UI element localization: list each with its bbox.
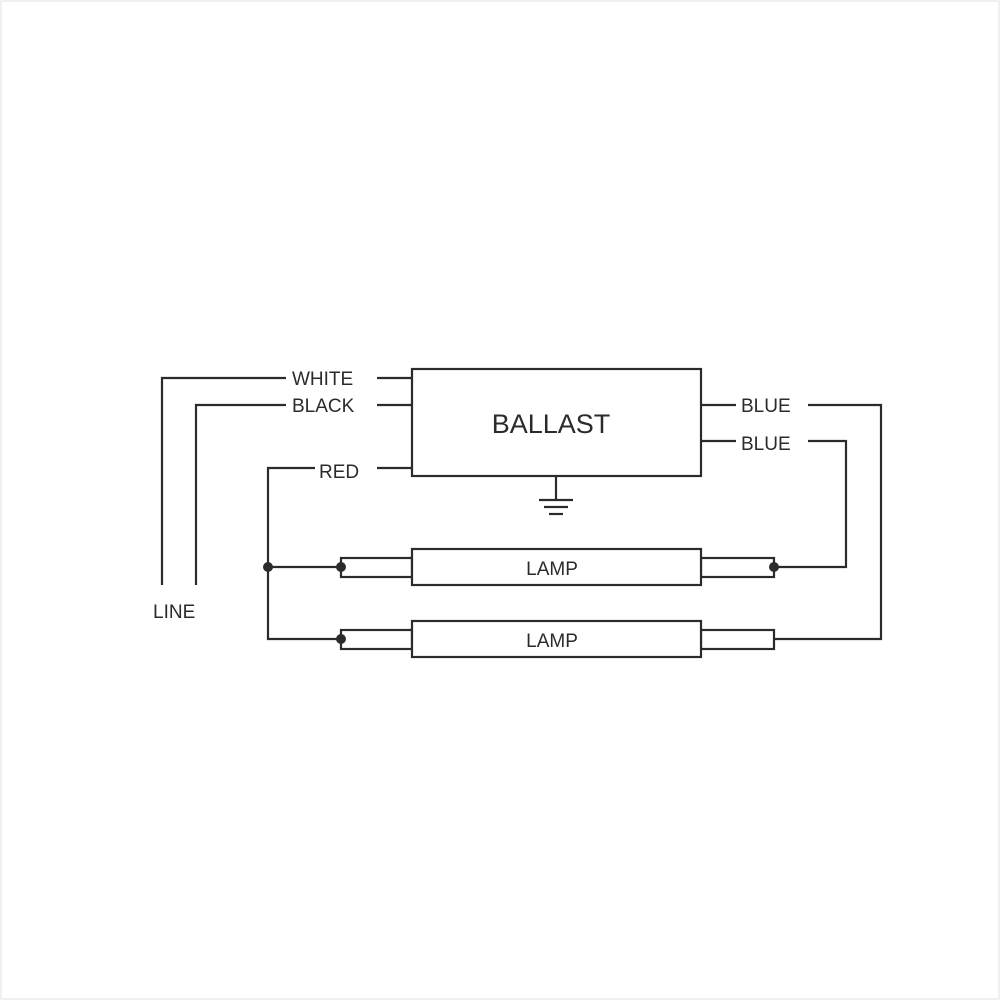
lamp-2-label: LAMP	[526, 631, 578, 652]
white-wire	[160, 376, 412, 585]
lamp-1-left-dot	[336, 562, 346, 572]
lamp-2: LAMP	[336, 619, 776, 659]
lamp-2-left-dot	[336, 634, 346, 644]
lamp-2-left-pin	[339, 628, 414, 651]
ballast-box	[410, 367, 703, 478]
blue-wire-2	[701, 439, 848, 569]
red-junction-dot	[263, 562, 273, 572]
blue-lead-label-1: BLUE	[741, 396, 791, 417]
ground-icon	[539, 476, 573, 516]
black-wire	[194, 403, 412, 585]
lamp-1: LAMP	[336, 547, 779, 587]
lamp-1-tube	[410, 547, 703, 587]
line-label: LINE	[153, 602, 195, 623]
lamp-2-tube	[410, 619, 703, 659]
lamp-1-left-pin	[339, 556, 414, 579]
blue-lead-label-2: BLUE	[741, 434, 791, 455]
lamp-1-right-pin	[699, 556, 776, 579]
black-lead-label: BLACK	[292, 396, 355, 417]
red-lead-label: RED	[319, 462, 359, 483]
ballast-label: BALLAST	[492, 409, 611, 439]
blue-wire-1	[701, 403, 883, 641]
lamp-1-label: LAMP	[526, 559, 578, 580]
lamp-1-right-dot	[769, 562, 779, 572]
red-wire	[266, 466, 412, 641]
lamp-2-right-pin	[699, 628, 776, 651]
white-lead-label: WHITE	[292, 369, 353, 390]
